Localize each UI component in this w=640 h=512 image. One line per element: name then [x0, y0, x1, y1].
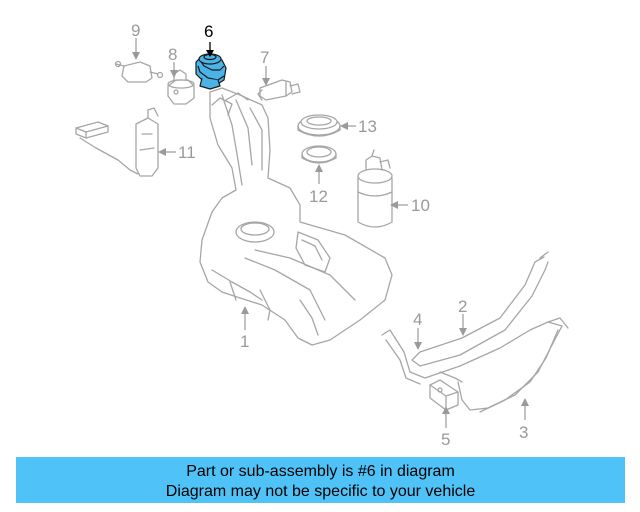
callout-6: 6 [204, 22, 213, 41]
sender-unit-part [75, 107, 159, 177]
callout-5: 5 [441, 430, 450, 449]
fuel-tank-part [199, 87, 393, 346]
parts-diagram: 1 2 3 4 5 6 7 8 9 10 11 12 13 [75, 21, 569, 449]
sender-part [167, 69, 195, 105]
callout-1: 1 [240, 332, 249, 351]
callout-9: 9 [131, 21, 140, 40]
tank-strap-part [381, 251, 569, 385]
lock-ring-part [297, 114, 341, 137]
callout-labels: 1 2 3 4 5 6 7 8 9 10 11 12 13 [131, 21, 528, 449]
info-banner: Part or sub-assembly is #6 in diagram Di… [16, 457, 625, 503]
callout-2: 2 [458, 297, 467, 316]
leader-lines [132, 38, 529, 428]
callout-13: 13 [358, 117, 377, 136]
callout-3: 3 [519, 423, 528, 442]
banner-part-text: Part or sub-assembly is #6 in diagram [186, 463, 455, 480]
seal-ring-part [301, 145, 337, 164]
bracket-part [429, 379, 459, 411]
fitting-part [257, 79, 301, 101]
banner-disclaimer-text: Diagram may not be specific to your vehi… [165, 483, 476, 500]
callout-10: 10 [411, 196, 430, 215]
callout-4: 4 [413, 310, 422, 329]
highlighted-part-6 [195, 53, 227, 90]
callout-7: 7 [260, 48, 269, 67]
fuel-pump-part [357, 149, 393, 228]
valve-part [114, 60, 164, 83]
callout-8: 8 [168, 45, 177, 64]
callout-12: 12 [309, 187, 328, 206]
tank-strap-lower-part [439, 325, 563, 413]
callout-11: 11 [178, 143, 196, 162]
